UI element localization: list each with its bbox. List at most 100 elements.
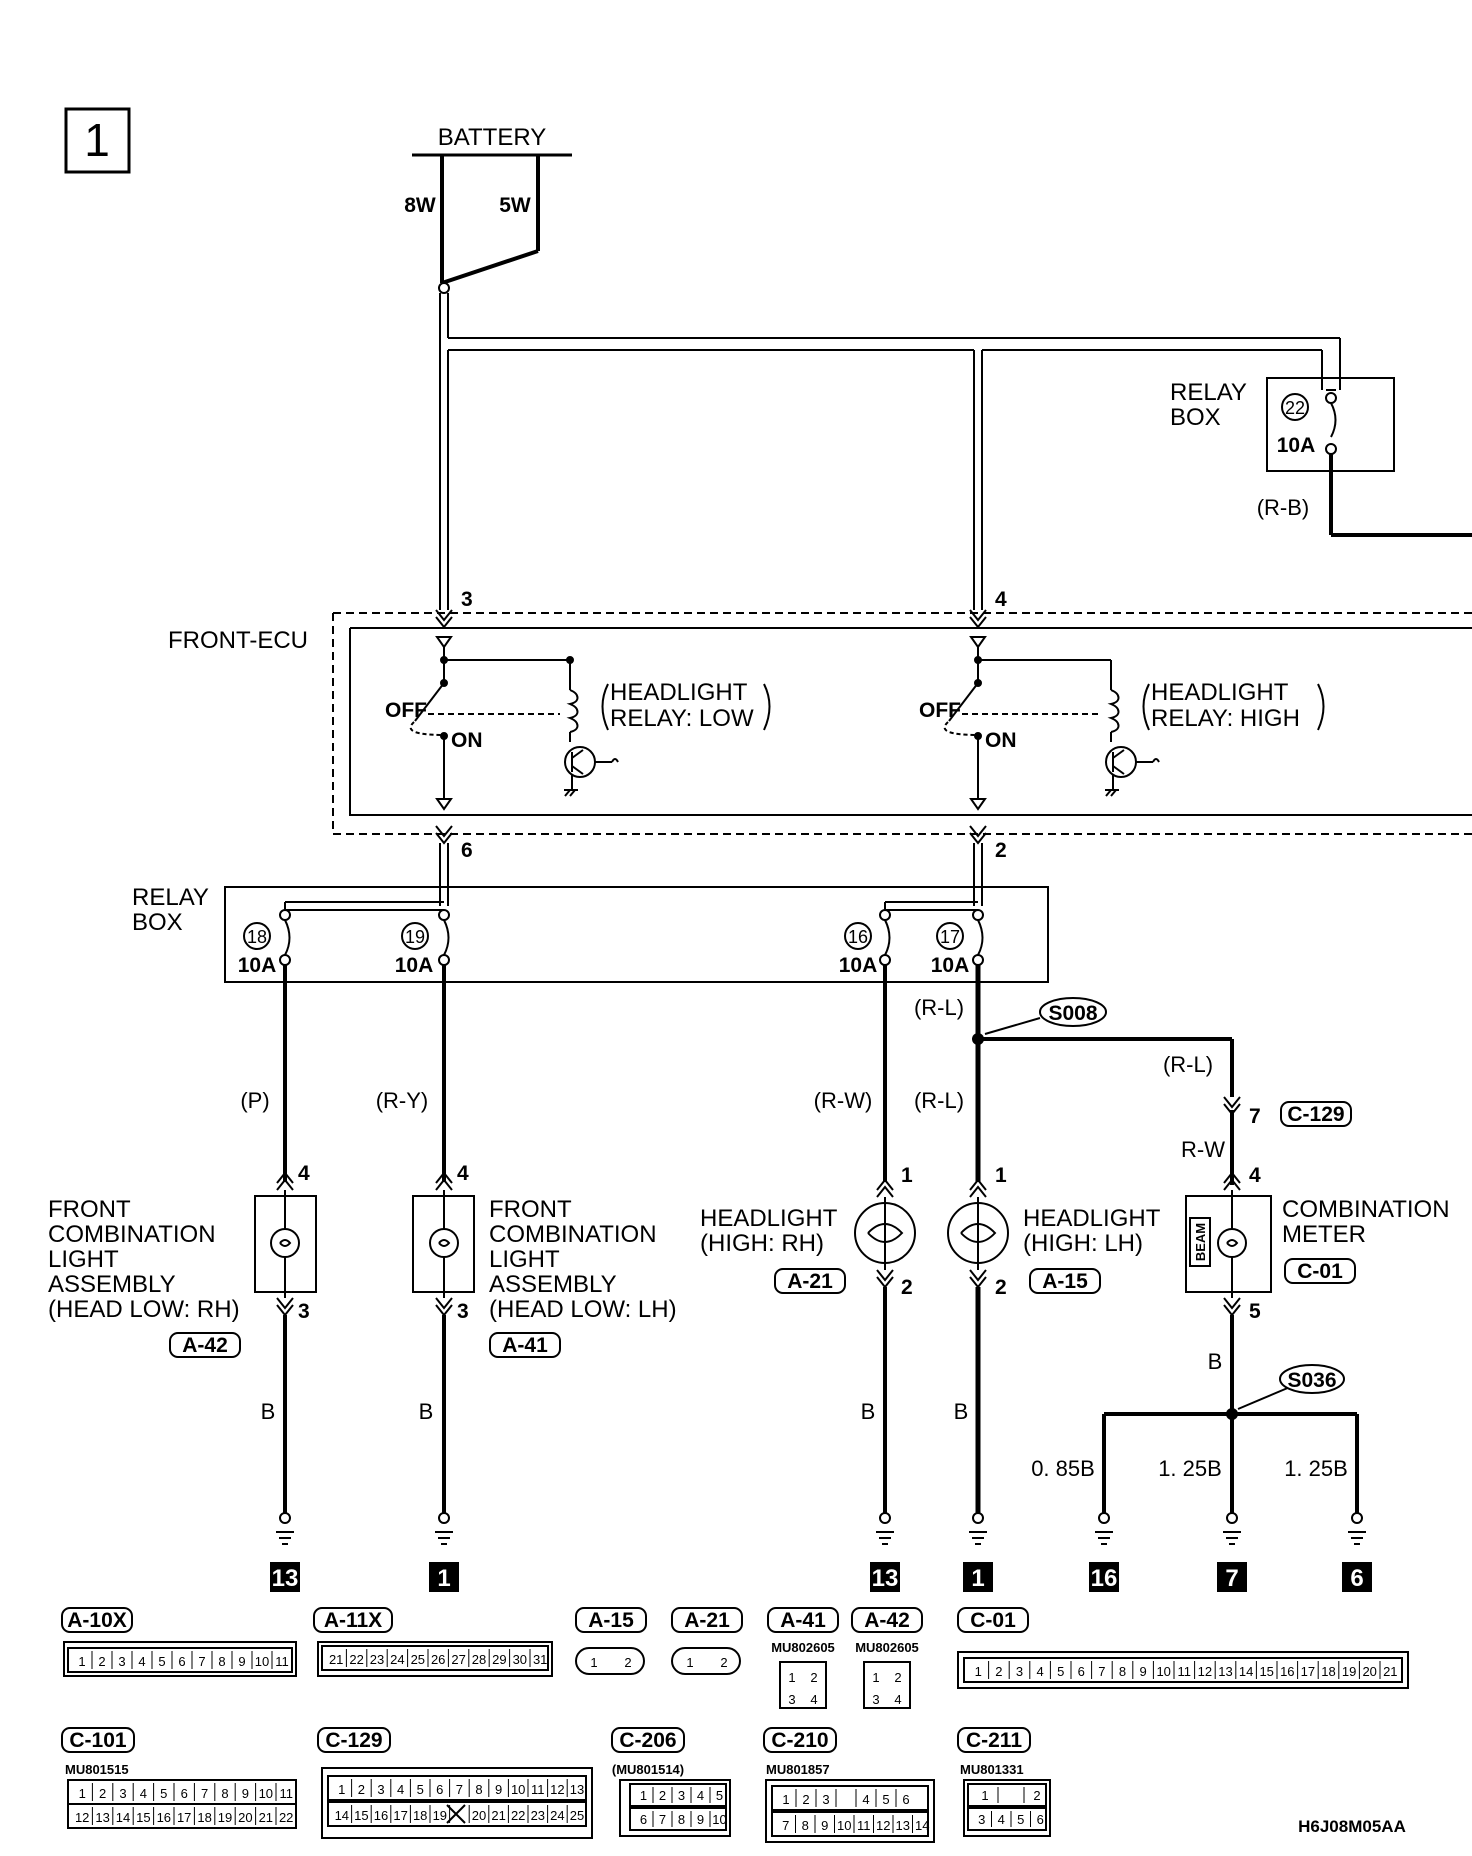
pin-number: 13 — [1218, 1664, 1232, 1679]
pin-number: 21 — [491, 1808, 505, 1823]
pin-number: 31 — [533, 1652, 547, 1667]
pin-number: 11 — [275, 1654, 289, 1669]
fuse-18-amp: 10A — [238, 954, 277, 977]
pin-number: 4 — [810, 1692, 817, 1707]
connector-name: C-01 — [970, 1609, 1016, 1632]
wire-b-label-2: B — [419, 1399, 434, 1424]
pin-number: 5 — [716, 1788, 723, 1803]
pin-number: 8 — [221, 1786, 228, 1801]
wires — [283, 965, 1234, 1185]
fcl-rh: 4 3 FRONT COMBINATION LIGHT ASSEMBLY (HE… — [48, 1162, 317, 1358]
pin-number: 14 — [915, 1818, 929, 1833]
pin-number: 2 — [98, 1654, 105, 1669]
fuse-8w-label: 8W — [404, 194, 436, 217]
fcl-rh-connector: A-42 — [182, 1334, 228, 1357]
fuse-16-amp: 10A — [839, 954, 878, 977]
pin-number: 23 — [531, 1808, 545, 1823]
relay-high-circuit — [943, 636, 1160, 811]
pin-number: 16 — [157, 1810, 171, 1825]
pin-number: 17 — [1301, 1664, 1315, 1679]
pin-number: 7 — [201, 1786, 208, 1801]
pin-number: 8 — [218, 1654, 225, 1669]
pin-number: 3 — [377, 1782, 384, 1797]
pin-number: 8 — [802, 1818, 809, 1833]
wire-b-label-1: B — [261, 1399, 276, 1424]
pin-number: 4 — [894, 1692, 901, 1707]
pin-number: 9 — [242, 1786, 249, 1801]
wire-125b-label-1: 1. 25B — [1158, 1456, 1222, 1481]
pin-number: 1 — [338, 1782, 345, 1797]
pin-number: 18 — [197, 1810, 211, 1825]
pin-number: 1 — [686, 1655, 693, 1670]
pin-number: 9 — [697, 1812, 704, 1827]
hl-lh-pin-1: 1 — [995, 1164, 1007, 1187]
pin-number: 2 — [894, 1670, 901, 1685]
pin-number: 16 — [374, 1808, 388, 1823]
ecu-pin-2: 2 — [995, 839, 1007, 862]
relay-low-label-1: HEADLIGHT — [610, 679, 748, 706]
pin-number: 15 — [136, 1810, 150, 1825]
pin-number: 17 — [177, 1810, 191, 1825]
page-index: 1 — [84, 114, 110, 166]
pin-number: 22 — [279, 1810, 293, 1825]
pin-number: 20 — [472, 1808, 486, 1823]
relay-box-label-1: RELAY — [132, 884, 209, 911]
combination-meter: 4 BEAM 5 COMBINATION METER C-01 — [1185, 1164, 1450, 1323]
relay-high-label-2: RELAY: HIGH — [1151, 705, 1300, 732]
pin-number: 2 — [659, 1788, 666, 1803]
switch-on-left: ON — [451, 729, 483, 752]
connector-name: A-21 — [684, 1609, 730, 1632]
pin-number: 3 — [678, 1788, 685, 1803]
pin-number: 8 — [678, 1812, 685, 1827]
pin-number: 22 — [511, 1808, 525, 1823]
fuse-17-number: 17 — [940, 927, 960, 947]
hl-lh-label-2: (HIGH: LH) — [1023, 1230, 1143, 1257]
pin-number: 14 — [335, 1808, 349, 1823]
relay-box-top-label-2: BOX — [1170, 404, 1221, 431]
headlight-high-lh: 1 2 HEADLIGHT (HIGH: LH) A-15 — [947, 1164, 1161, 1299]
pin-number: 1 — [872, 1670, 879, 1685]
wire-b-label-5: B — [1208, 1349, 1223, 1374]
battery-label: BATTERY — [438, 124, 546, 151]
connector-name: C-211 — [966, 1729, 1022, 1752]
hl-rh-pin-2: 2 — [901, 1276, 913, 1299]
pin-number: 4 — [998, 1812, 1005, 1827]
connector-name: A-42 — [864, 1609, 910, 1632]
pin-number: 4 — [140, 1786, 147, 1801]
pin-number: 27 — [451, 1652, 465, 1667]
connector-name: C-101 — [69, 1729, 127, 1752]
pin-number: 2 — [624, 1655, 631, 1670]
meter-label-2: METER — [1282, 1221, 1366, 1248]
pin-number: 17 — [393, 1808, 407, 1823]
switch-off-left: OFF — [385, 699, 427, 722]
pin-number: 8 — [1119, 1664, 1126, 1679]
wire-rl-label-2: (R-L) — [914, 1088, 964, 1113]
pin-number: 21 — [259, 1810, 273, 1825]
pin-number: 1 — [640, 1788, 647, 1803]
connector-name: A-41 — [780, 1609, 826, 1632]
power-bus — [439, 293, 1341, 610]
ecu-pin-4: 4 — [995, 588, 1007, 611]
fuse-19-number: 19 — [405, 927, 425, 947]
pin-number: 19 — [433, 1808, 447, 1823]
splice-s036-dot — [1226, 1408, 1238, 1420]
pin-number: 2 — [358, 1782, 365, 1797]
pin-number: 24 — [390, 1652, 404, 1667]
pin-number: 12 — [876, 1818, 890, 1833]
pin-number: 8 — [475, 1782, 482, 1797]
pin-number: 5 — [1017, 1812, 1024, 1827]
fuse-22-amp: 10A — [1277, 434, 1316, 457]
meter-connector: C-01 — [1297, 1260, 1343, 1283]
pin-number: 10 — [511, 1782, 525, 1797]
pin-number: 2 — [99, 1786, 106, 1801]
pin-number: 6 — [181, 1786, 188, 1801]
